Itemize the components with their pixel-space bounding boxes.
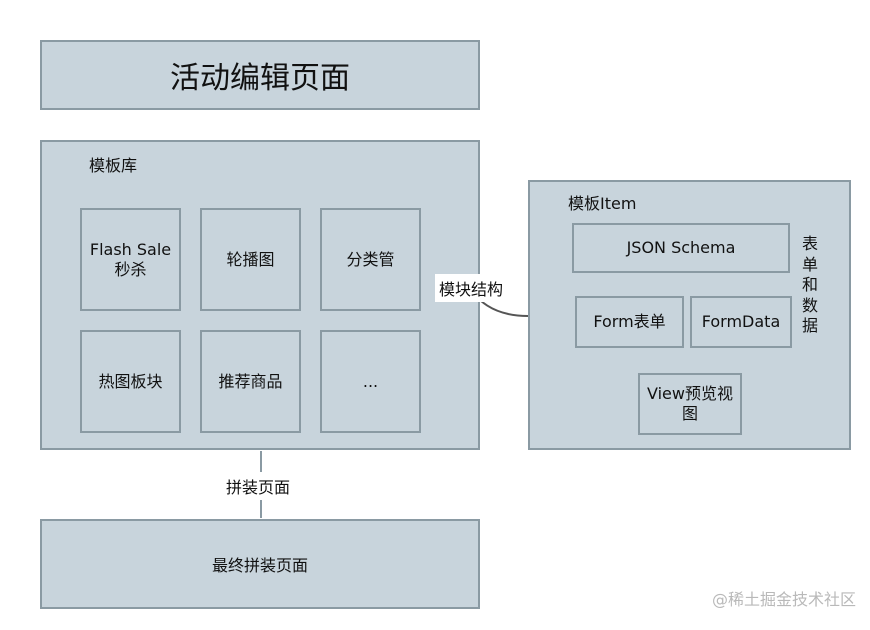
template-library-label: 模板库 (89, 156, 138, 175)
template-carousel: 轮播图 (200, 208, 301, 311)
page-title: 活动编辑页面 (170, 61, 350, 96)
view-preview-box: View预览视 图 (638, 373, 742, 435)
final-page-label: 最终拼装页面 (211, 556, 308, 575)
template-flash-sale: Flash Sale 秒杀 (80, 208, 181, 311)
form-box: Form表单 (575, 296, 684, 348)
final-page-box: 最终拼装页面 (40, 519, 480, 609)
template-item-label: 模板Item (568, 194, 637, 213)
assemble-page-label: 拼装页面 (222, 472, 295, 500)
page-title-box: 活动编辑页面 (40, 40, 480, 110)
watermark: @稀土掘金技术社区 (711, 590, 856, 609)
template-more: ... (320, 330, 421, 433)
template-category: 分类管 (320, 208, 421, 311)
form-and-data-side-text: 表 单 和 数 据 (801, 234, 818, 335)
module-structure-label: 模块结构 (435, 274, 508, 302)
form-data-box: FormData (690, 296, 792, 348)
template-hotspot: 热图板块 (80, 330, 181, 433)
json-schema-box: JSON Schema (572, 223, 790, 273)
template-recommend: 推荐商品 (200, 330, 301, 433)
